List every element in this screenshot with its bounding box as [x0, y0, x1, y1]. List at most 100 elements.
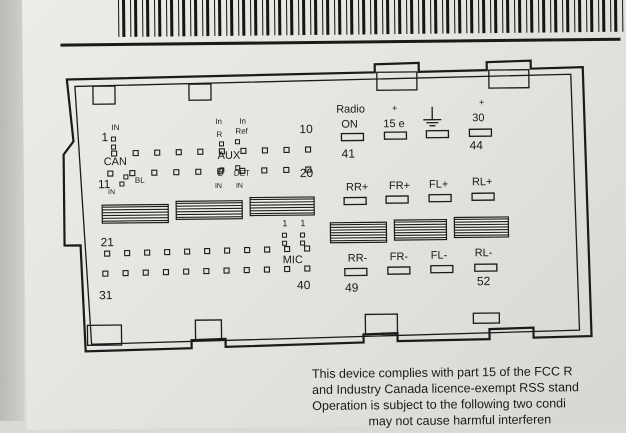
small-pin — [284, 147, 289, 152]
bar-stripe — [250, 205, 314, 206]
bar-stripe — [102, 220, 168, 221]
small-pin — [103, 271, 108, 276]
small-pin — [184, 269, 189, 274]
pin-41: 41 — [342, 147, 356, 161]
small-pin — [219, 142, 223, 146]
bar-stripe — [394, 232, 446, 233]
small-pin — [165, 250, 170, 255]
latch-bottom-left — [87, 325, 121, 345]
bar-stripe — [394, 227, 446, 228]
small-pin — [205, 249, 210, 254]
small-pin — [108, 171, 113, 176]
bar-stripe — [330, 232, 386, 233]
connector-pinout-diagram: 1 10 11 20 21 31 40 41 44 49 52 1 1 IN C… — [22, 0, 626, 370]
label-aux-in-bottom: IN — [215, 183, 222, 190]
large-terminal — [386, 196, 408, 203]
small-pin — [120, 182, 124, 186]
bar-stripe — [330, 224, 386, 225]
small-pin — [111, 137, 115, 141]
label-fl-plus: FL+ — [429, 179, 448, 191]
small-pin — [241, 148, 246, 153]
bar-stripe — [176, 214, 242, 215]
label-rl-minus: RL- — [475, 247, 493, 259]
bar-stripe — [330, 230, 386, 231]
large-terminal — [429, 195, 451, 202]
large-terminal — [431, 266, 453, 273]
label-can-in: IN — [111, 123, 119, 132]
label-aux-r: R — [216, 130, 222, 139]
small-pin — [283, 241, 287, 245]
bar-stripe — [250, 207, 314, 208]
small-pin — [125, 251, 130, 256]
large-terminal — [426, 131, 448, 138]
large-terminal — [469, 129, 491, 136]
small-pin — [235, 140, 239, 144]
bar-stripe — [394, 230, 446, 231]
footnote-line-2: and Industry Canada licence-exempt RSS s… — [312, 378, 626, 398]
pin-40: 40 — [297, 278, 311, 292]
small-pin — [143, 270, 148, 275]
bar-stripe — [250, 202, 314, 203]
bar-stripe — [394, 222, 446, 223]
bar-stripe — [102, 218, 168, 219]
label-fr-plus: FR+ — [389, 180, 410, 192]
large-terminal — [344, 197, 366, 204]
pin-44: 44 — [469, 138, 483, 152]
large-terminal — [475, 264, 497, 271]
label-can: CAN — [104, 156, 127, 168]
fcc-compliance-text: This device complies with part 15 of the… — [312, 362, 626, 430]
bar-stripe — [454, 224, 508, 225]
bar-stripe — [102, 215, 168, 216]
small-pin — [105, 251, 110, 256]
bar-stripe — [176, 211, 242, 212]
pin-52: 52 — [477, 274, 491, 288]
small-pin — [262, 168, 267, 173]
label-fl-minus: FL- — [431, 250, 448, 262]
bar-stripe — [331, 238, 387, 239]
bar-stripe — [454, 235, 508, 236]
small-pin — [285, 247, 290, 252]
bar-stripe — [102, 206, 168, 207]
label-radio: Radio — [336, 103, 365, 115]
bar-stripe — [330, 227, 386, 228]
pin-31: 31 — [99, 288, 113, 302]
label-aux: AUX — [218, 150, 241, 162]
small-pin — [282, 233, 286, 237]
bar-stripe — [454, 232, 508, 233]
small-pin — [133, 151, 138, 156]
small-pin — [123, 271, 128, 276]
bar-stripe — [331, 240, 387, 241]
latch-bottom-r1 — [365, 314, 397, 334]
small-pin — [152, 170, 157, 175]
small-pin — [204, 269, 209, 274]
label-rr-plus: RR+ — [346, 181, 368, 193]
small-pin — [224, 268, 229, 273]
small-pin — [155, 150, 160, 155]
label-aux-ref-in: In — [239, 117, 246, 126]
label-aux-ref: Ref — [235, 127, 248, 136]
latch-bottom-mid — [195, 320, 221, 340]
bar-stripe — [454, 230, 508, 231]
bar-stripe — [102, 209, 168, 210]
large-terminal — [388, 267, 410, 274]
bar-stripe — [454, 222, 508, 223]
label-aux-in-bottom2: IN — [236, 183, 243, 190]
label-fr-minus: FR- — [390, 251, 409, 263]
latch-bottom-r2 — [473, 313, 499, 323]
small-pin — [163, 270, 168, 275]
small-pin — [198, 149, 203, 154]
label-aux-in-r: In — [215, 117, 222, 126]
small-pin — [262, 148, 267, 153]
small-pin — [185, 249, 190, 254]
small-pin — [285, 267, 290, 272]
large-terminal — [384, 132, 406, 139]
small-pin — [264, 267, 269, 272]
small-pin — [196, 169, 201, 174]
label-mic: MIC — [283, 254, 303, 266]
small-pin — [112, 145, 116, 149]
large-terminal — [341, 133, 363, 140]
small-pin — [145, 250, 150, 255]
bar-stripe — [102, 212, 168, 213]
label-aux-l: L — [218, 169, 223, 178]
bar-stripe — [250, 213, 314, 214]
